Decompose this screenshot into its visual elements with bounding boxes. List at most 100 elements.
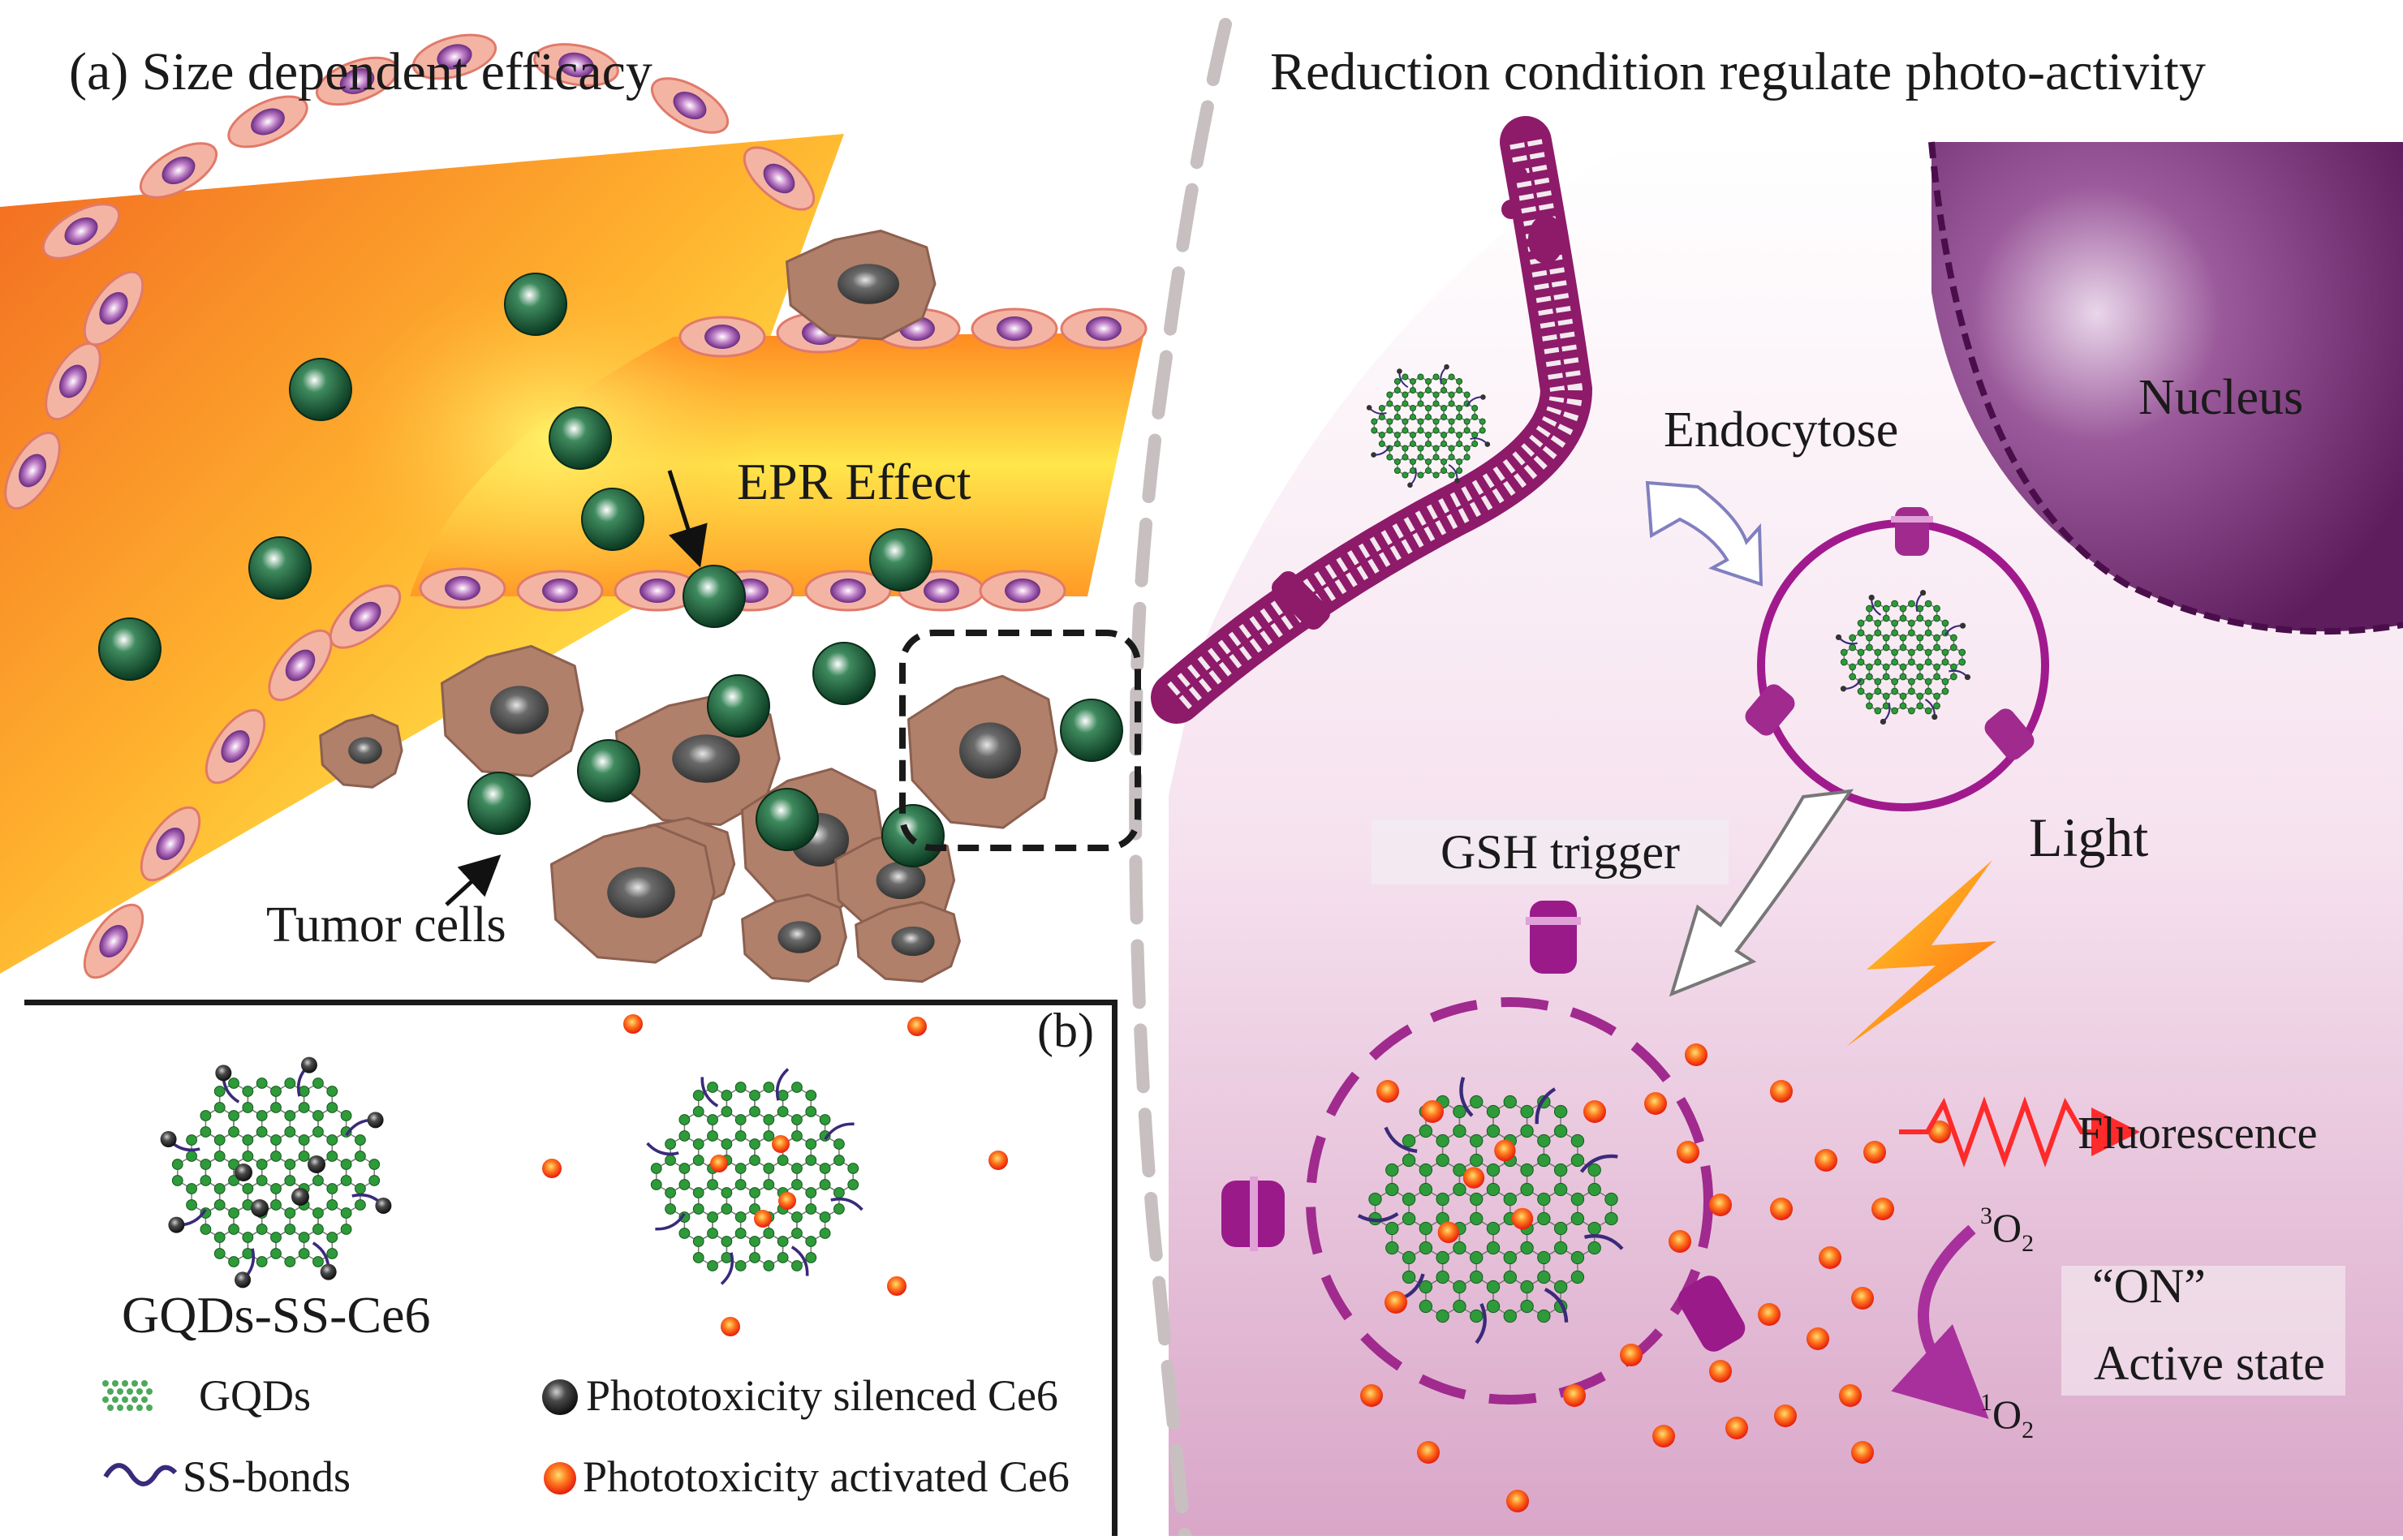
- tumor-arrow: [445, 854, 502, 906]
- endothelial-cell: [516, 570, 604, 612]
- ce6-dot: [542, 1159, 562, 1178]
- tumor-cells: [319, 230, 1058, 983]
- ce6-dot: [988, 1151, 1008, 1170]
- epr-effect-label: EPR Effect: [737, 453, 971, 510]
- membrane-channel: [1271, 570, 1331, 630]
- singlet-oxygen: 1O2: [1980, 1389, 2034, 1443]
- endothelial-cell: [650, 77, 730, 134]
- ce6-dot: [1815, 1149, 1837, 1172]
- gqd-particle: [707, 674, 770, 738]
- gqd-outside-cell: [1366, 363, 1491, 488]
- ce6-dot: [1774, 1404, 1797, 1427]
- ce6-dot: [1851, 1287, 1874, 1310]
- endosome: [1745, 507, 2049, 811]
- ce6-dot: [1620, 1344, 1643, 1366]
- gqd-lattice: [160, 1056, 392, 1288]
- nucleus-body: [1931, 142, 2403, 632]
- gqd-particle: [1060, 699, 1123, 762]
- tumor-cells-label: Tumor cells: [266, 897, 506, 953]
- ce6-dot: [1709, 1360, 1732, 1383]
- endothelial-cell: [971, 308, 1058, 350]
- tumor-cell: [855, 901, 961, 983]
- gqd-particle: [581, 488, 644, 551]
- legend-gqd-icon: [102, 1380, 153, 1411]
- ce6-dot: [721, 1317, 740, 1336]
- cell-membrane: [1151, 116, 1593, 724]
- ce6-dot: [1770, 1198, 1793, 1220]
- panel-b: (b) GQDs-SS-Ce6 GQDs SS-bonds Phototoxic…: [24, 1000, 1118, 1536]
- gqd-particle: [869, 528, 932, 591]
- light-label: Light: [2029, 807, 2148, 868]
- legend: GQDs SS-bonds Phototoxicity silenced Ce6…: [102, 1371, 1070, 1501]
- tumor-cell: [907, 674, 1058, 829]
- gqd-particle: [756, 788, 819, 851]
- ce6-dot: [1677, 1141, 1699, 1164]
- highlight-box: [899, 630, 1141, 851]
- ce6-dot: [1770, 1080, 1793, 1103]
- legend-ss-bond-icon: [103, 1463, 178, 1486]
- ce6-dot: [1417, 1441, 1440, 1464]
- endothelial-cell: [140, 806, 201, 882]
- endosome-channel-2: [1745, 684, 1795, 736]
- gqd-in-endosome: [1835, 589, 1971, 725]
- ce6-dot: [1709, 1194, 1732, 1216]
- panel-b-top-border: [24, 1000, 1116, 1005]
- endothelial-cell: [4, 431, 61, 510]
- ce6-dot: [1839, 1384, 1862, 1407]
- ce6-dot: [1928, 1121, 1951, 1143]
- activated-ce6-dots: [1360, 1043, 1951, 1512]
- epr-arrow: [667, 470, 708, 568]
- endothelial-cell: [227, 95, 308, 148]
- ce6-dot: [623, 1014, 643, 1034]
- gqd-ss-ce6-silenced: [160, 1056, 392, 1288]
- gqds-ss-ce6-label: GQDs-SS-Ce6: [122, 1286, 430, 1344]
- channel-left: [1221, 1177, 1285, 1251]
- endothelial-cell: [329, 584, 402, 649]
- legend-ss-bonds-label: SS-bonds: [183, 1452, 351, 1501]
- gqd-ss-ce6-activated: [542, 1014, 1008, 1336]
- endothelial-cell: [83, 903, 144, 979]
- panel-a-title: (a) Size dependent efficacy: [69, 42, 652, 101]
- tumor-cell: [319, 713, 403, 789]
- gqd-particle: [504, 273, 567, 336]
- lightning-bolt-icon: [1846, 860, 1996, 1047]
- ce6-dot: [1871, 1198, 1894, 1220]
- endothelial-cell: [315, 56, 399, 106]
- tumor-cell: [786, 230, 937, 341]
- ce6-dot: [1421, 1100, 1444, 1123]
- ce6-dot: [1652, 1425, 1675, 1448]
- endothelial-cell: [41, 203, 121, 260]
- ce6-dot: [1819, 1246, 1841, 1269]
- ce6-dot: [1506, 1490, 1529, 1512]
- ce6-dot: [1863, 1141, 1886, 1164]
- endocytose-label: Endocytose: [1664, 402, 1898, 458]
- legend-activated-icon: [544, 1462, 576, 1495]
- gqd-lattice: [646, 1068, 863, 1285]
- triplet-oxygen: 3O2: [1980, 1202, 2034, 1257]
- ce6-dot: [887, 1276, 907, 1296]
- lysed-endosome: [1221, 901, 1951, 1512]
- gsh-arrow: [1669, 789, 1854, 997]
- ce6-dot: [1851, 1441, 1874, 1464]
- panel-b-right-border: [1112, 1000, 1118, 1536]
- panel-right-title: Reduction condition regulate photo-activ…: [1270, 42, 2206, 101]
- panel-b-tag: (b): [1037, 1004, 1094, 1057]
- gqd-particle: [577, 739, 640, 802]
- endothelial-cell: [678, 316, 766, 358]
- ce6-dot: [1563, 1384, 1586, 1407]
- ce6-dot: [1385, 1291, 1407, 1314]
- oxygen-conversion-arrow: [1891, 1224, 1989, 1419]
- endothelial-cell: [614, 570, 701, 612]
- endothelial-cells: [4, 33, 1148, 979]
- ce6-dot: [1376, 1080, 1399, 1103]
- gqd-lattice: [1366, 363, 1491, 488]
- gqd-particle: [549, 407, 612, 470]
- endothelial-cell: [139, 142, 218, 199]
- gqd-particle: [98, 617, 161, 681]
- ce6-dot: [1669, 1230, 1691, 1253]
- endothelial-cell: [419, 567, 506, 609]
- endothelial-cell: [743, 146, 816, 211]
- ce6-dot: [1583, 1100, 1606, 1123]
